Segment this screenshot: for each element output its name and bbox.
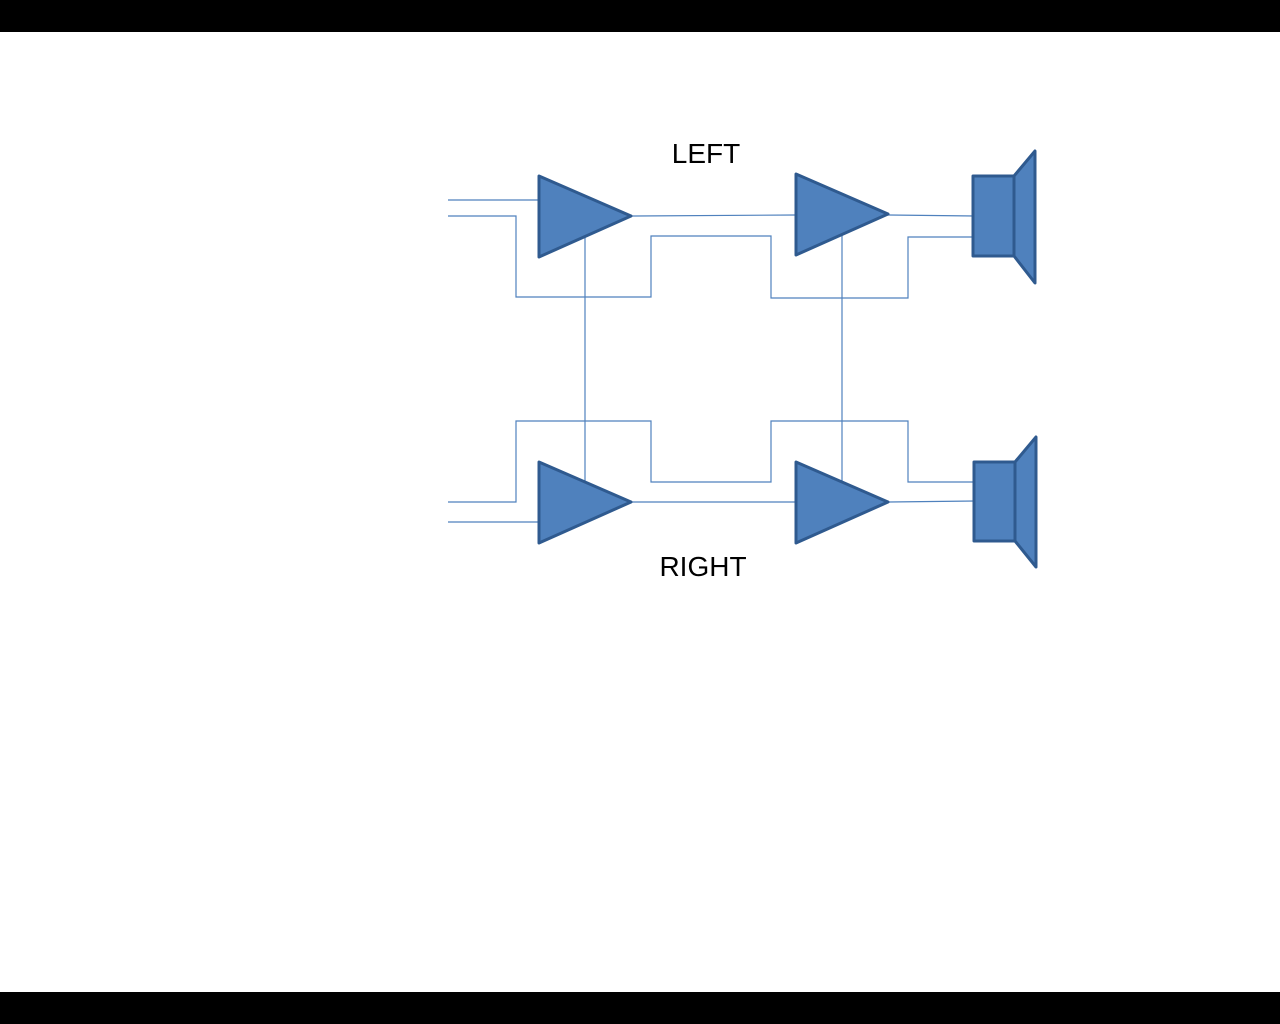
wire-left-input-2 [448, 215, 975, 299]
wire-right-input-1 [448, 420, 975, 503]
wire-right-amp2-to-speaker [886, 500, 976, 503]
left-amplifier-2 [794, 172, 890, 257]
right-amplifier-2 [794, 460, 890, 545]
right-amplifier-1 [537, 460, 633, 545]
letterbox-bottom [0, 992, 1280, 1024]
slide-canvas [0, 32, 1280, 992]
speaker-magnet [971, 174, 1016, 258]
left-amplifier-1 [537, 174, 633, 259]
left-speaker [971, 149, 1037, 285]
speaker-magnet [972, 460, 1017, 543]
wire-left-amp1-to-amp2 [629, 214, 797, 217]
left-channel-label: LEFT [672, 138, 740, 169]
letterbox-top [0, 0, 1280, 32]
right-channel-label: RIGHT [659, 551, 746, 582]
wire-left-amp2-to-speaker [886, 214, 976, 217]
right-speaker [972, 435, 1038, 569]
wires [448, 199, 976, 523]
